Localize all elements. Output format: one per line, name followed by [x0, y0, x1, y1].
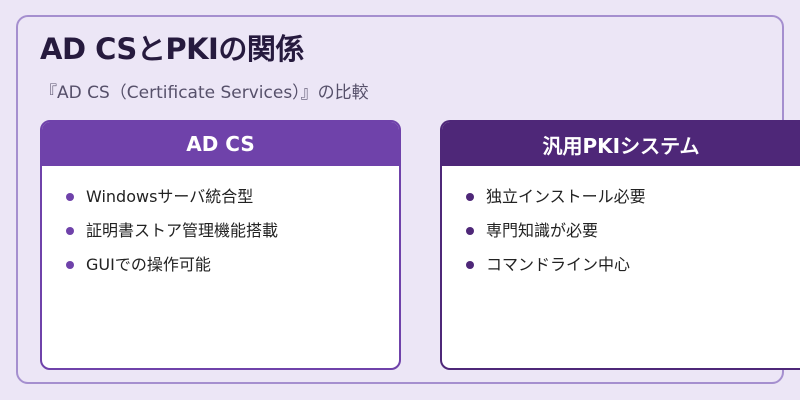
- list-item: GUIでの操作可能: [66, 254, 399, 288]
- bullet-dot-icon: [466, 193, 474, 201]
- list-item: Windowsサーバ統合型: [66, 186, 399, 220]
- ad-cs-card-header: AD CS: [42, 122, 399, 166]
- page-subtitle: 『AD CS（Certificate Services）』の比較: [40, 83, 369, 103]
- generic-pki-card-header: 汎用PKIシステム: [442, 122, 800, 166]
- list-item: 証明書ストア管理機能搭載: [66, 220, 399, 254]
- bullet-dot-icon: [66, 227, 74, 235]
- ad-cs-feature-list: Windowsサーバ統合型 証明書ストア管理機能搭載 GUIでの操作可能: [42, 166, 399, 288]
- list-item-label: GUIでの操作可能: [86, 255, 211, 274]
- ad-cs-card: AD CS Windowsサーバ統合型 証明書ストア管理機能搭載 GUIでの操作…: [40, 120, 401, 370]
- list-item: 独立インストール必要: [466, 186, 800, 220]
- list-item-label: 専門知識が必要: [486, 221, 599, 240]
- generic-pki-feature-list: 独立インストール必要 専門知識が必要 コマンドライン中心: [442, 166, 800, 288]
- list-item-label: Windowsサーバ統合型: [86, 187, 254, 206]
- list-item-label: 証明書ストア管理機能搭載: [86, 221, 279, 240]
- bullet-dot-icon: [66, 193, 74, 201]
- bullet-dot-icon: [66, 261, 74, 269]
- list-item: コマンドライン中心: [466, 254, 800, 288]
- page-title: AD CSとPKIの関係: [40, 32, 304, 66]
- bullet-dot-icon: [466, 261, 474, 269]
- list-item-label: 独立インストール必要: [486, 187, 646, 206]
- generic-pki-card: 汎用PKIシステム 独立インストール必要 専門知識が必要 コマンドライン中心: [440, 120, 800, 370]
- list-item: 専門知識が必要: [466, 220, 800, 254]
- bullet-dot-icon: [466, 227, 474, 235]
- list-item-label: コマンドライン中心: [486, 255, 631, 274]
